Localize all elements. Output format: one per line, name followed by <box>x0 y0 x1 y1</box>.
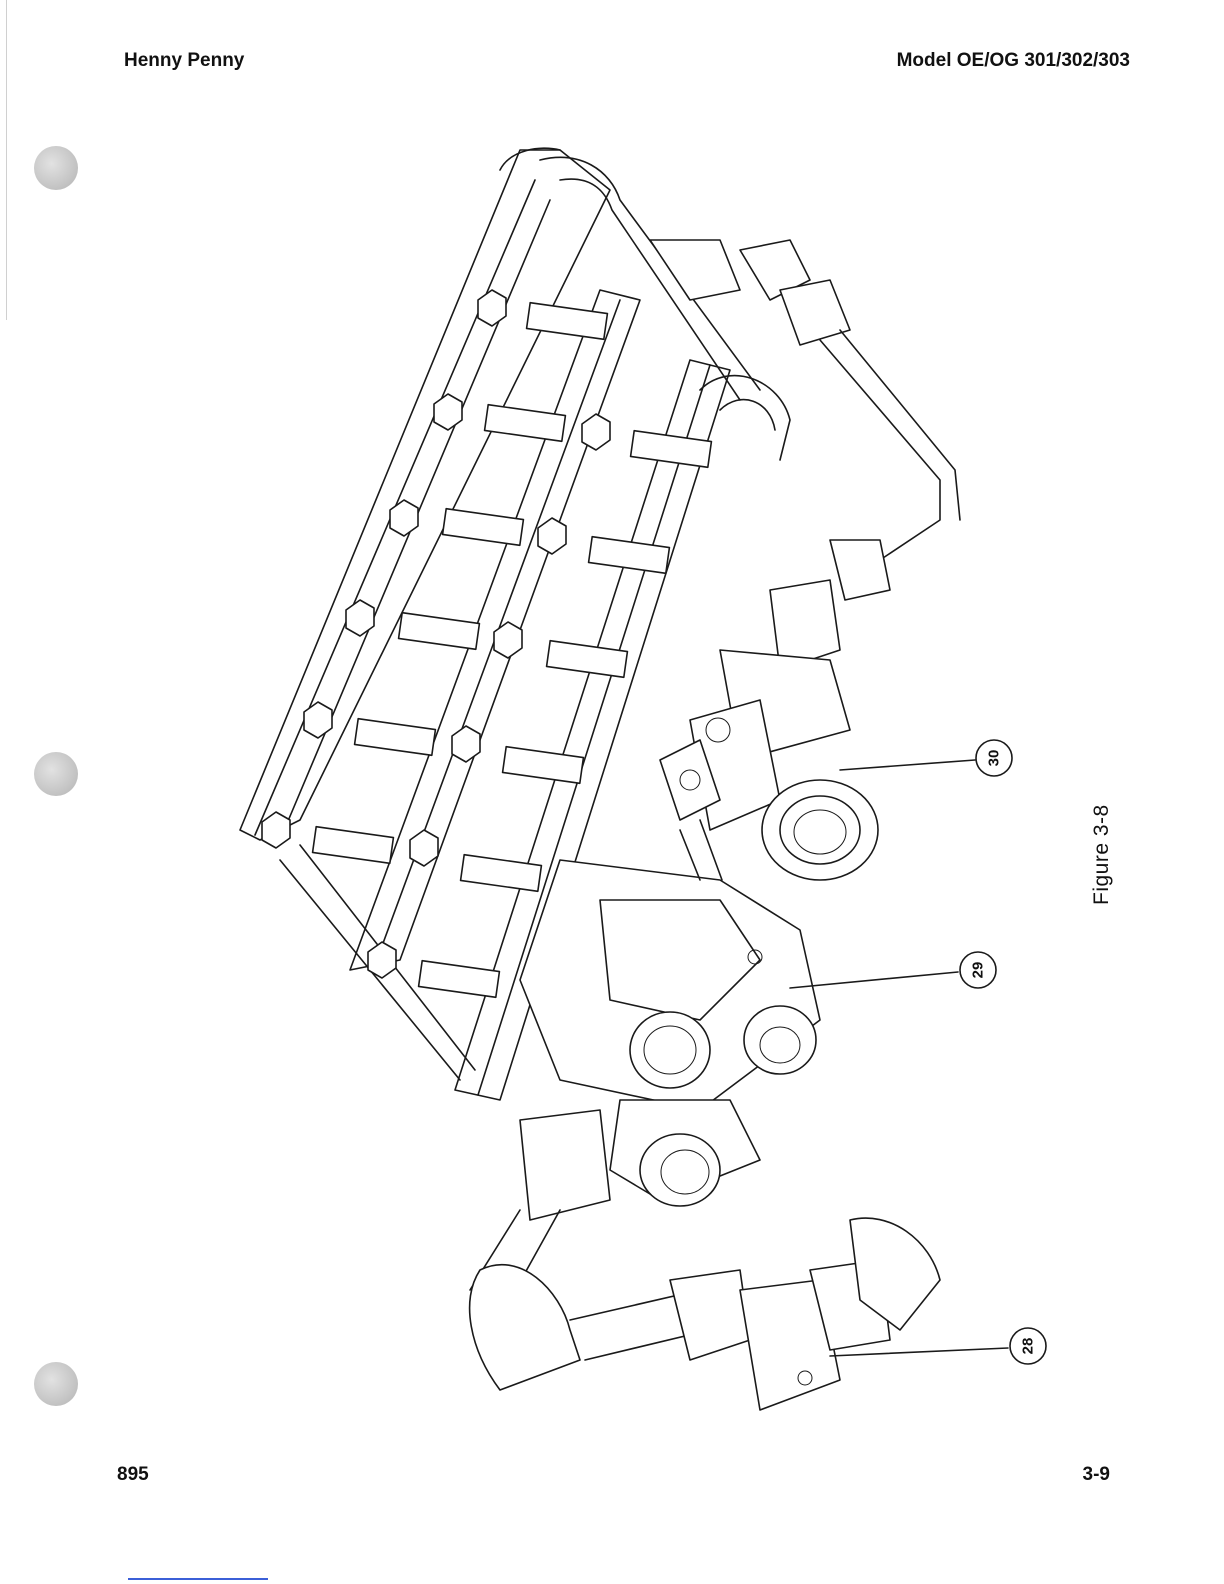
top-tube <box>540 157 960 670</box>
valve-29 <box>520 820 820 1220</box>
callout-29-label: 29 <box>970 962 987 979</box>
callout-30: 30 <box>840 740 1012 776</box>
scan-edge-line <box>128 1578 268 1580</box>
callout-28-label: 28 <box>1020 1338 1037 1355</box>
callout-30-label: 30 <box>986 750 1003 767</box>
footer-page-number: 3-9 <box>1083 1464 1110 1486</box>
regulator-28 <box>470 1210 940 1410</box>
footer-doc-number: 895 <box>117 1464 149 1486</box>
valve-30 <box>660 650 878 880</box>
callout-29: 29 <box>790 952 996 988</box>
figure-caption: Figure 3-8 <box>1087 845 1117 905</box>
